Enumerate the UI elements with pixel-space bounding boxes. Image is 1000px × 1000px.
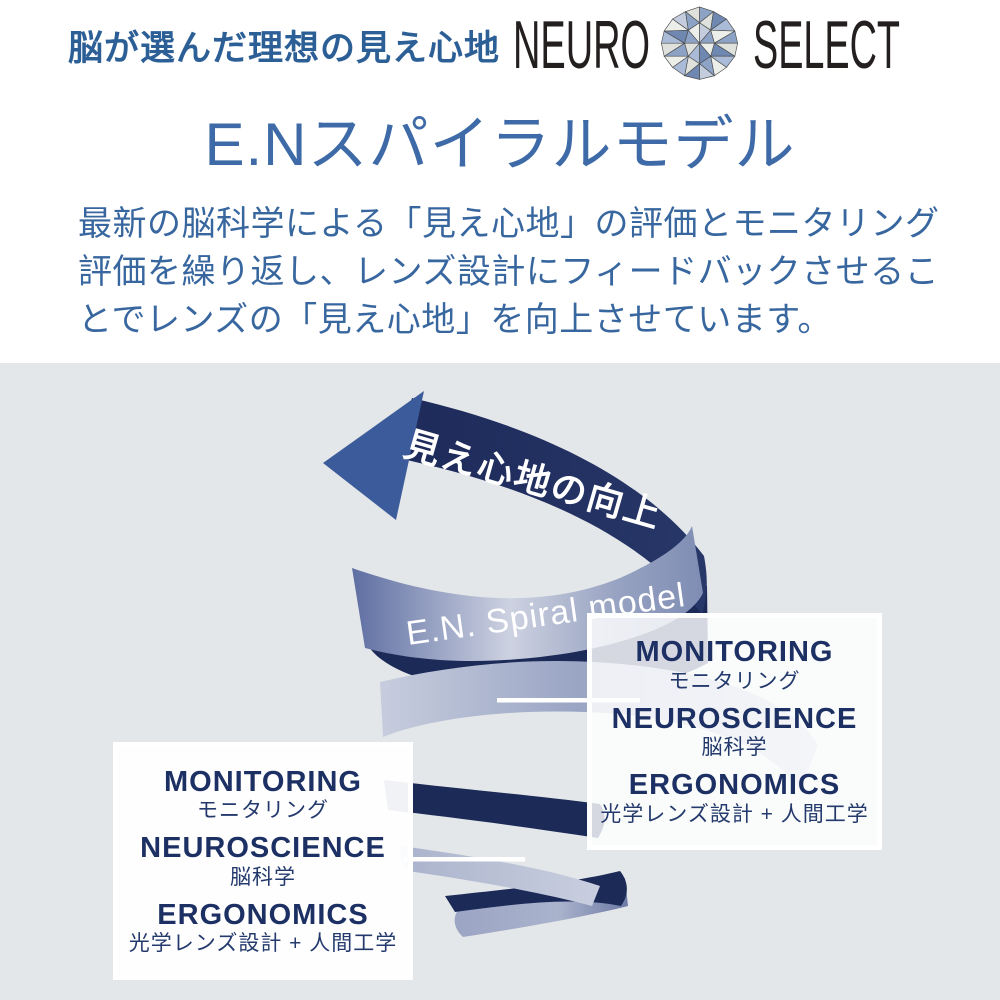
info-en-monitoring: MONITORING	[635, 636, 834, 669]
info-ja-ergonomics: 光学レンズ設計 + 人間工学	[600, 802, 869, 826]
connector-line-left	[403, 857, 525, 862]
gem-icon	[661, 6, 738, 80]
info-en-ergonomics: ERGONOMICS	[157, 898, 369, 931]
neuro-select-logo: NEURO SELECT	[513, 6, 900, 82]
info-ja-neuroscience: 脳科学	[230, 865, 296, 889]
info-pair: MONITORING モニタリング	[636, 637, 834, 693]
connector-line-right	[497, 698, 640, 703]
description-line-2: 評価を繰り返し、レンズ設計にフィードバックさせるこ	[78, 253, 940, 291]
info-pair: MONITORING モニタリング	[164, 765, 362, 823]
description-paragraph: 最新の脳科学による「見え心地」の評価とモニタリング 評価を繰り返し、レンズ設計に…	[78, 200, 940, 344]
info-pair: NEUROSCIENCE 脳科学	[140, 833, 386, 889]
info-ja-neuroscience: 脳科学	[701, 736, 768, 760]
spiral-back-band-2	[384, 780, 605, 838]
arrow-head	[323, 391, 424, 520]
page-title: E.Nスパイラルモデル	[204, 111, 796, 178]
info-en-monitoring: MONITORING	[164, 765, 362, 798]
description-line-3: とでレンズの「見え心地」を向上させています。	[78, 301, 832, 339]
arrow-ribbon	[393, 398, 707, 614]
info-pair: ERGONOMICS 光学レンズ設計 + 人間工学	[600, 770, 869, 826]
info-en-ergonomics: ERGONOMICS	[628, 769, 841, 802]
diagram-panel: 見え心地の向上 E.N. Spiral model MONITORING モニタ…	[0, 363, 1000, 1000]
info-pair: ERGONOMICS 光学レンズ設計 + 人間工学	[128, 898, 398, 956]
logo-word-select: SELECT	[753, 7, 900, 82]
info-ja-monitoring: モニタリング	[197, 799, 329, 823]
info-pair: NEUROSCIENCE 脳科学	[611, 702, 858, 760]
info-box-right: MONITORING モニタリング NEUROSCIENCE 脳科学 ERGON…	[587, 613, 882, 850]
info-en-neuroscience: NEUROSCIENCE	[140, 832, 386, 865]
description-line-1: 最新の脳科学による「見え心地」の評価とモニタリング	[78, 205, 940, 243]
info-en-neuroscience: NEUROSCIENCE	[611, 702, 858, 735]
info-ja-monitoring: モニタリング	[668, 669, 801, 693]
info-ja-ergonomics: 光学レンズ設計 + 人間工学	[128, 932, 398, 956]
brand-tagline: 脳が選んだ理想の見え心地	[68, 29, 501, 68]
logo-word-neuro: NEURO	[513, 7, 650, 82]
info-box-left: MONITORING モニタリング NEUROSCIENCE 脳科学 ERGON…	[113, 742, 413, 980]
